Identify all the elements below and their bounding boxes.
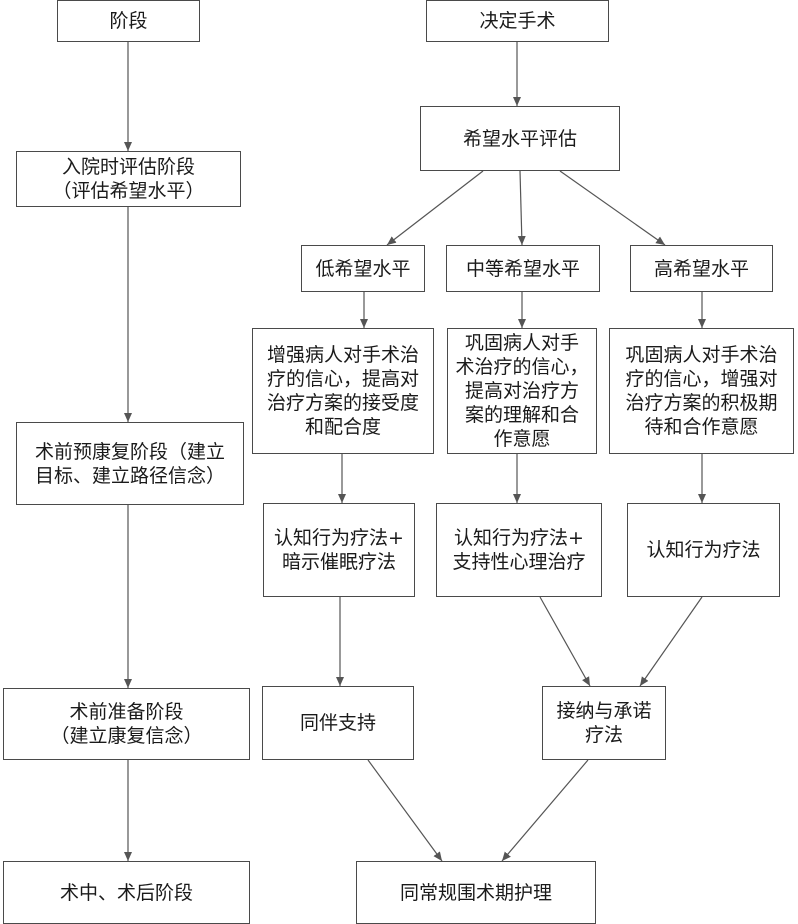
mid-therapy-label: 认知行为疗法+ 支持性心理治疗: [452, 527, 586, 573]
low-goal-box: 增强病人对手术治 疗的信心，提高对 治疗方案的接受度 和配合度: [252, 328, 434, 454]
decide-surgery-label: 决定手术: [479, 10, 556, 32]
admission-stage-box: 入院时评估阶段 （评估希望水平）: [16, 151, 241, 207]
mid-hope-label: 中等希望水平: [465, 257, 580, 280]
stage-header-label: 阶段: [109, 10, 148, 32]
high-hope-label: 高希望水平: [653, 257, 749, 280]
low-therapy-label: 认知行为疗法+ 暗示催眠疗法: [274, 527, 404, 573]
high-therapy-box: 认知行为疗法: [627, 503, 780, 597]
preop-prep-stage-box: 术前准备阶段 （建立康复信念）: [3, 688, 250, 760]
low-hope-box: 低希望水平: [301, 245, 425, 292]
admission-stage-label: 入院时评估阶段 （评估希望水平）: [52, 156, 205, 202]
intra-post-stage-label: 术中、术后阶段: [59, 881, 193, 904]
mid-goal-box: 巩固病人对手 术治疗的信心， 提高对治疗方 案的理解和合 作意愿: [447, 328, 597, 454]
high-goal-label: 巩固病人对手术治 疗的信心，增强对 治疗方案的积极期 待和合作意愿: [625, 344, 778, 438]
preop-rehab-stage-box: 术前预康复阶段（建立 目标、建立路径信念）: [16, 422, 244, 505]
high-therapy-label: 认知行为疗法: [646, 539, 761, 561]
mid-therapy-box: 认知行为疗法+ 支持性心理治疗: [436, 503, 602, 597]
act-box: 接纳与承诺 疗法: [542, 686, 666, 760]
arrow-assessment-to-mid: [517, 170, 526, 246]
preop-prep-stage-label: 术前准备阶段 （建立康复信念）: [50, 701, 203, 747]
stage-header-box: 阶段: [57, 0, 200, 42]
arrow-assessment-to-high: [559, 170, 666, 246]
peer-support-box: 同伴支持: [262, 686, 414, 760]
low-goal-label: 增强病人对手术治 疗的信心，提高对 治疗方案的接受度 和配合度: [266, 344, 419, 438]
peer-support-label: 同伴支持: [299, 712, 376, 734]
decide-surgery-box: 决定手术: [426, 0, 609, 42]
act-label: 接纳与承诺 疗法: [556, 700, 652, 746]
arrow-act-to-routine: [501, 759, 589, 862]
mid-hope-box: 中等希望水平: [446, 245, 600, 292]
arrow-hightherapy-to-act: [639, 596, 703, 687]
high-hope-box: 高希望水平: [630, 245, 773, 292]
arrow-midtherapy-to-act: [539, 596, 591, 687]
routine-care-box: 同常规围术期护理: [356, 861, 596, 924]
preop-rehab-stage-label: 术前预康复阶段（建立 目标、建立路径信念）: [34, 440, 225, 487]
mid-goal-label: 巩固病人对手 术治疗的信心， 提高对治疗方 案的理解和合 作意愿: [455, 332, 589, 450]
routine-care-label: 同常规围术期护理: [399, 881, 552, 904]
arrow-peer-to-routine: [367, 759, 443, 862]
low-hope-label: 低希望水平: [315, 257, 411, 280]
intra-post-stage-box: 术中、术后阶段: [3, 861, 250, 924]
arrow-assessment-to-low: [386, 170, 484, 246]
low-therapy-box: 认知行为疗法+ 暗示催眠疗法: [263, 503, 415, 597]
hope-assessment-box: 希望水平评估: [420, 106, 620, 171]
hope-assessment-label: 希望水平评估: [462, 127, 577, 150]
high-goal-box: 巩固病人对手术治 疗的信心，增强对 治疗方案的积极期 待和合作意愿: [609, 328, 794, 454]
